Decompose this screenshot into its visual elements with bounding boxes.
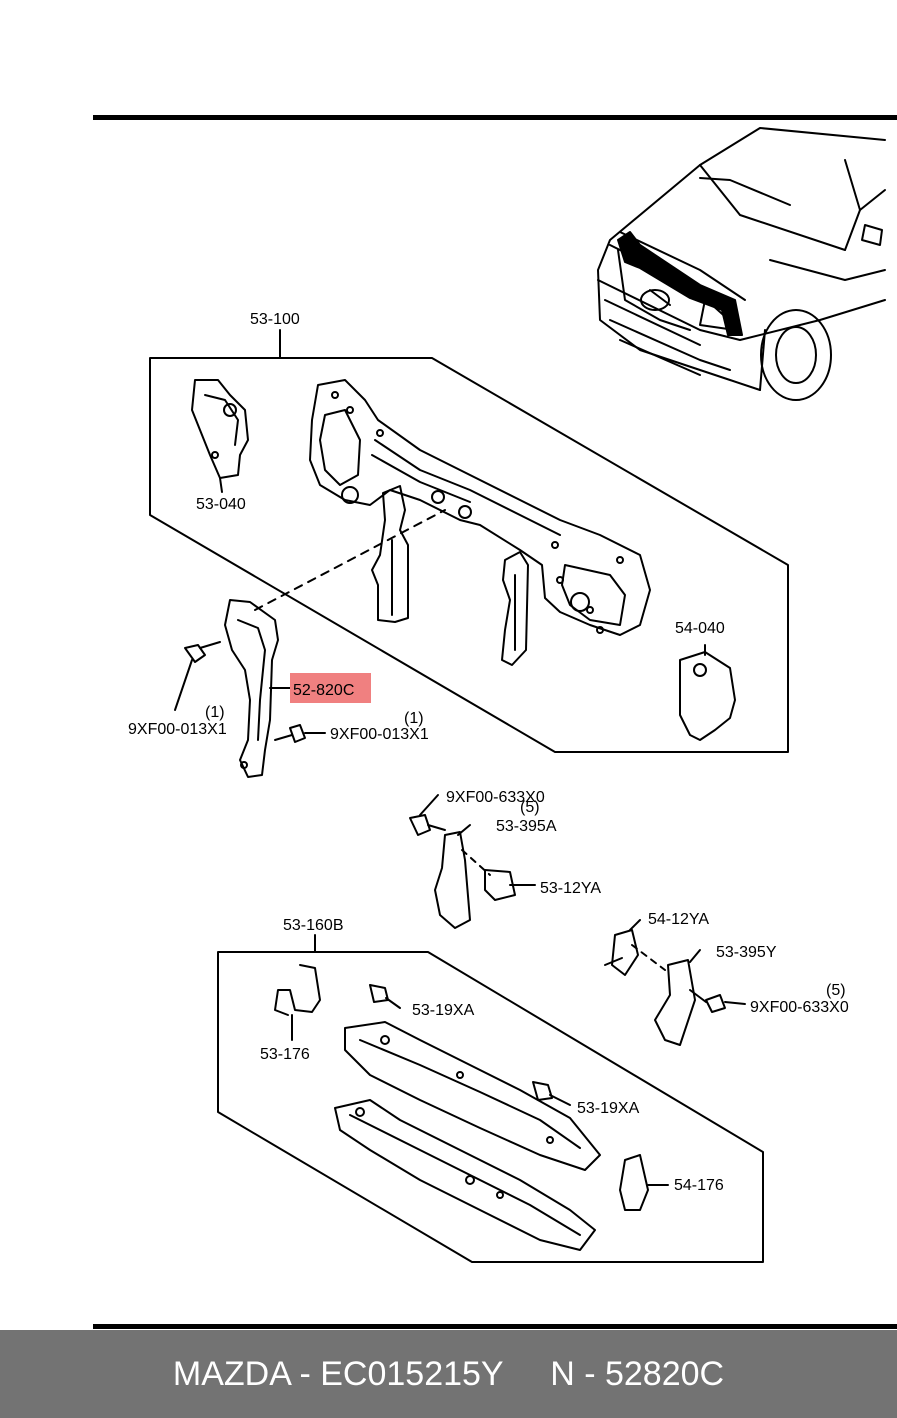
vehicle-highlight	[617, 231, 743, 336]
radiator-support-frame	[309, 379, 651, 636]
label-52-820C: 52-820C	[293, 682, 354, 699]
label-bolt-d-qty: (5)	[826, 982, 846, 999]
label-53-12YA: 53-12YA	[540, 880, 601, 897]
top-rule	[93, 115, 897, 120]
label-53-100: 53-100	[250, 311, 300, 328]
label-bolt-c-qty: (5)	[520, 799, 540, 816]
label-53-19XA-left: 53-19XA	[412, 1002, 475, 1019]
label-bolt-b: 9XF00-013X1	[330, 726, 429, 743]
part-52-820C-shape	[224, 599, 279, 778]
label-53-040: 53-040	[196, 496, 246, 513]
label-bolt-a-qty: (1)	[205, 704, 225, 721]
bracket-53-395A-shape	[409, 794, 536, 929]
label-53-160B: 53-160B	[283, 917, 344, 934]
lower-cross-member	[334, 1099, 596, 1251]
label-bolt-c: 9XF00-633X0	[446, 789, 545, 806]
footer-text: MAZDA - EC015215Y N - 52820C	[172, 1354, 725, 1393]
label-53-176: 53-176	[260, 1046, 310, 1063]
upper-cross-member	[344, 1021, 601, 1171]
label-53-395A: 53-395A	[496, 818, 557, 835]
label-bolt-d: 9XF00-633X0	[750, 999, 849, 1016]
label-54-176: 54-176	[674, 1177, 724, 1194]
label-54-040: 54-040	[675, 620, 725, 637]
bracket-53-395Y-shape	[604, 919, 746, 1046]
parts-diagram: 53-100 53-040 54-040 52-820C (1) 9XF00-0…	[128, 127, 886, 1263]
bolt-left-shape	[174, 641, 221, 711]
part-number-footer: MAZDA - EC015215Y N - 52820C	[0, 1330, 897, 1418]
assembly-box-53-160B	[217, 951, 764, 1263]
right-center-bracket	[501, 551, 529, 666]
bottom-rule	[93, 1324, 897, 1329]
label-53-395Y: 53-395Y	[716, 944, 777, 961]
highlight-box	[290, 673, 371, 703]
label-54-12YA: 54-12YA	[648, 911, 709, 928]
center-bracket	[371, 485, 409, 623]
label-bolt-a: 9XF00-013X1	[128, 721, 227, 738]
bracket-53-040-shape	[191, 379, 249, 493]
clip-right-shape	[532, 1081, 571, 1106]
bracket-54-176-shape	[619, 1154, 669, 1211]
bracket-53-176-shape	[274, 964, 321, 1041]
clip-left-shape	[369, 984, 401, 1009]
assembly-box-53-100	[149, 357, 789, 753]
label-53-19XA-right: 53-19XA	[577, 1100, 640, 1117]
bracket-54-040-shape	[679, 644, 736, 741]
label-bolt-b-qty: (1)	[404, 710, 424, 727]
bolt-right-shape	[274, 724, 326, 743]
